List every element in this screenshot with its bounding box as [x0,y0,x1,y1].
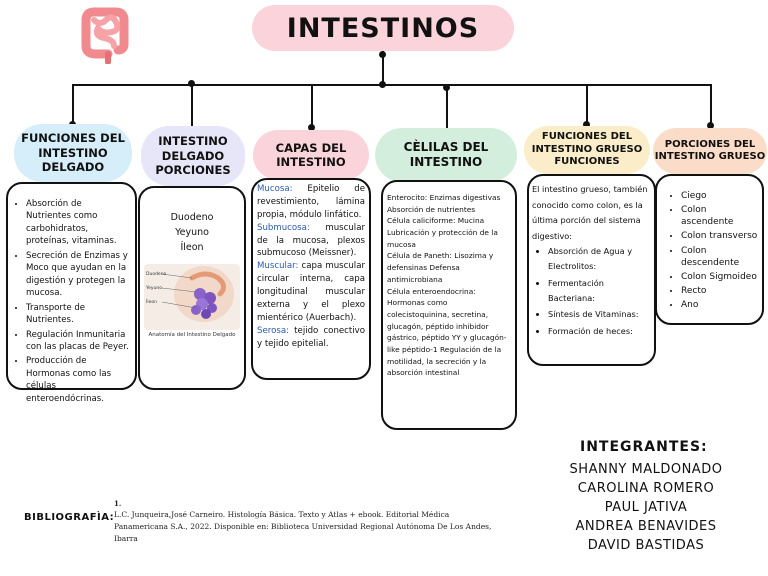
list-item: Absorción de Nutrientes como carbohidrat… [26,198,129,248]
junction-dot [379,81,386,88]
list-item: Ano [681,299,759,311]
layer-name: Serosa: [257,326,289,336]
image-label: Íleon [146,296,166,310]
part-duodeno: Duodeno [144,210,240,225]
drop-line-2 [191,84,193,128]
box-celulas-intestino: Enterocito: Enzimas digestivas Absorción… [381,180,517,430]
cell-caliciforme: Célula caliciforme: Mucina Lubricación y… [387,215,510,250]
drop-line-5 [586,84,588,126]
layer-name: Mucosa: [257,184,292,194]
header-funciones-intestino-delgado: FUNCIONES DEL INTESTINO DELGADO [14,124,132,182]
cell-paneth: Célula de Paneth: Lisozima y defensinas … [387,250,510,285]
header-capas-intestino: CAPAS DEL INTESTINO [253,130,369,180]
list-item: Absorción de Agua y Electrolitos: [548,244,650,274]
header-intestino-delgado-porciones: INTESTINO DELGADO PORCIONES [141,126,245,186]
layer-muscular: Muscular: capa muscular circular interna… [257,260,365,324]
member-name: CAROLINA ROMERO [548,479,744,498]
page-title: INTESTINOS [252,5,514,51]
header-funciones-intestino-grueso: FUNCIONES DEL INTESTINO GRUESO FUNCIONES [524,126,650,174]
list-item: Colon Sigmoideo [681,271,759,283]
list-item: Colon transverso [681,230,759,242]
list-item: Recto [681,285,759,297]
list-item: Ciego [681,190,759,202]
image-label: Duodeno [146,268,166,282]
box-capas-intestino: Mucosa: Epitelio de revestimiento, lámin… [251,178,371,380]
header-celulas-intestino: CÈLILAS DEL INTESTINO [375,128,517,182]
layer-submucosa: Submucosa: muscular de la mucosa, plexos… [257,222,365,261]
list-item: Formación de heces: [548,324,650,339]
list-item: Regulación Inmunitaria con las placas de… [26,329,129,354]
member-name: SHANNY MALDONADO [548,460,744,479]
layer-serosa: Serosa: tejido conectivo y tejido epitel… [257,325,365,351]
integrantes-label: INTEGRANTES: [580,439,708,455]
bibliografia-label: BIBLIOGRAFÌA: [24,512,114,523]
cell-enterocito: Enterocito: Enzimas digestivas Absorción… [387,192,510,215]
box-porciones-intestino-grueso: Ciego Colon ascendente Colon transverso … [655,174,764,325]
part-ileon: Íleon [144,240,240,255]
anatomy-image: Duodeno Yeyuno Íleon [144,264,240,330]
drop-line-1 [72,84,74,126]
list-item: Producción de Hormonas como las células … [26,355,129,405]
intestine-icon [78,6,132,64]
member-name: PAUL JATIVA [548,498,744,517]
part-yeyuno: Yeyuno [144,225,240,240]
box-intestino-delgado-porciones: Duodeno Yeyuno Íleon Duodeno Yeyuno Íleo… [138,186,246,390]
drop-dot-2 [188,80,195,87]
header-porciones-intestino-grueso: PORCIONES DEL INTESTINO GRUESO [653,128,767,174]
box-funciones-intestino-grueso: El intestino grueso, también conocido co… [527,174,656,366]
branch-line [72,84,711,86]
list-item: Síntesis de Vitaminas: [548,307,650,322]
member-name: ANDREA BENAVIDES [548,517,744,536]
integrantes-list: SHANNY MALDONADO CAROLINA ROMERO PAUL JA… [548,460,744,555]
bibliografia-text: L.C. Junqueira,José Carneiro. Histología… [114,509,500,545]
box-funciones-intestino-delgado: Absorción de Nutrientes como carbohidrat… [6,182,137,390]
image-label: Yeyuno [146,282,166,296]
layer-name: Submucosa: [257,223,310,233]
layer-mucosa: Mucosa: Epitelio de revestimiento, lámin… [257,183,365,222]
list-item: Colon descendente [681,245,759,269]
drop-dot-4 [443,84,450,91]
cell-enteroendocrina: Célula enteroendocrina: Hormonas como co… [387,286,510,380]
trunk-dot [379,51,386,58]
layer-name: Muscular: [257,261,298,271]
grueso-intro: El intestino grueso, también conocido co… [532,182,650,244]
list-item: Colon ascendente [681,204,759,228]
list-item: Transporte de Nutrientes. [26,302,129,327]
list-item: Fermentación Bacteriana: [548,276,650,306]
list-item: Secreción de Enzimas y Moco que ayudan e… [26,250,129,300]
member-name: DAVID BASTIDAS [548,536,744,555]
image-caption: Anatomía del Intestino Delgado [144,332,240,340]
